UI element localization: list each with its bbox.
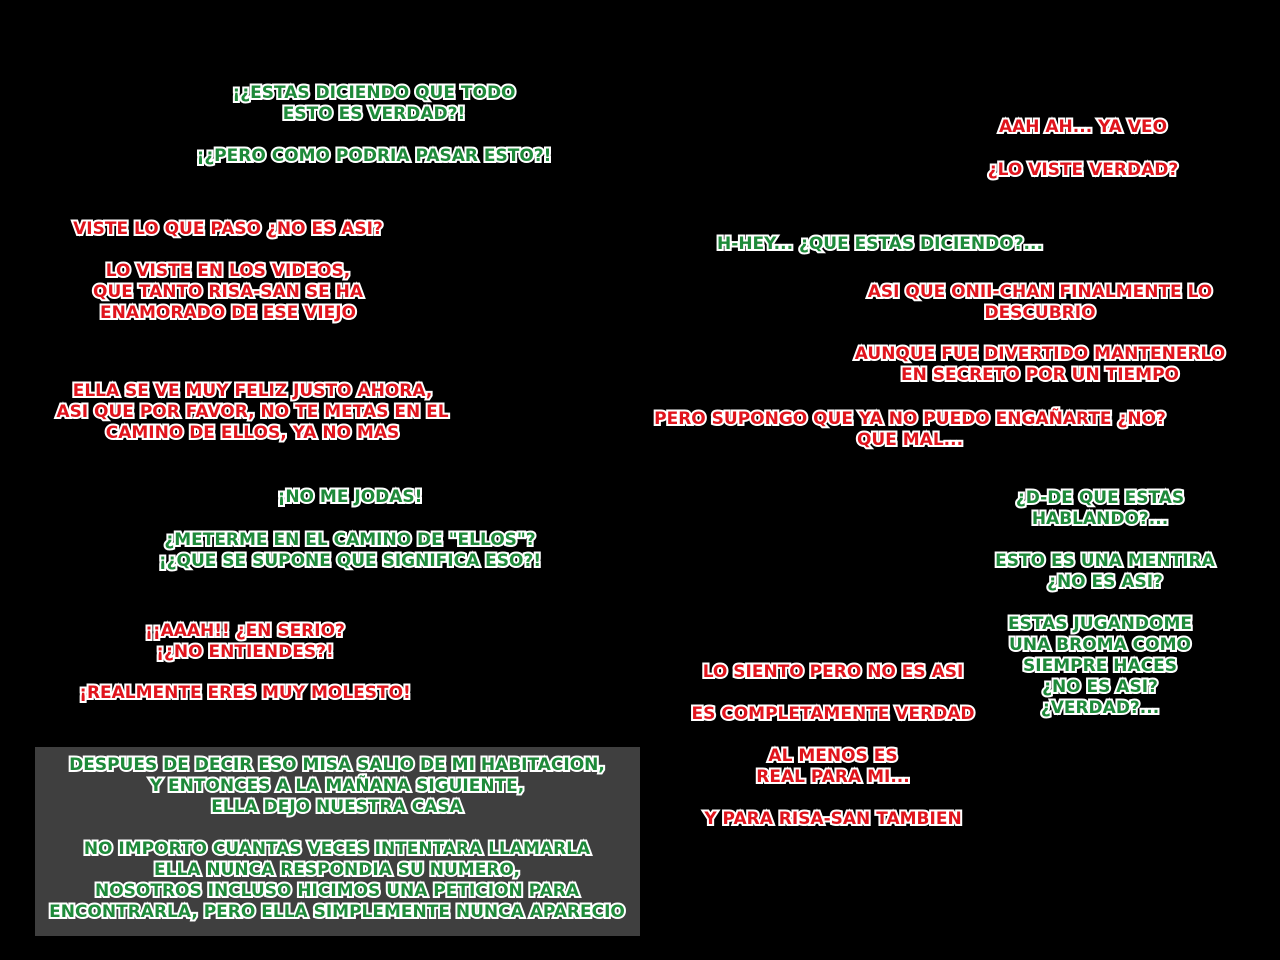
dialogue-right-2: ¿LO VISTE VERDAD? (986, 158, 1180, 182)
dialogue-right-6: PERO SUPONGO QUE YA NO PUEDO ENGAÑARTE ¿… (652, 407, 1168, 452)
dialogue-right-9: ESTAS JUGANDOME UNA BROMA COMO SIEMPRE H… (1006, 612, 1194, 720)
dialogue-right-5: AUNQUE FUE DIVERTIDO MANTENERLO EN SECRE… (853, 342, 1227, 387)
dialogue-right-8: ESTO ES UNA MENTIRA ¿NO ES ASI? (993, 549, 1217, 594)
dialogue-right-12: AL MENOS ES REAL PARA MI... (754, 744, 911, 789)
dialogue-right-13: Y PARA RISA-SAN TAMBIEN (702, 807, 963, 831)
dialogue-left-4: LO VISTE EN LOS VIDEOS, QUE TANTO RISA-S… (91, 259, 365, 325)
narration-paragraph-1: DESPUES DE DECIR ESO MISA SALIO DE MI HA… (67, 753, 607, 819)
dialogue-right-10: LO SIENTO PERO NO ES ASI (701, 660, 966, 684)
dialogue-right-11: ES COMPLETAMENTE VERDAD (689, 702, 976, 726)
dialogue-left-1: ¡¿ESTAS DICIENDO QUE TODO ESTO ES VERDAD… (230, 81, 517, 126)
narration-paragraph-2: NO IMPORTO CUANTAS VECES INTENTARA LLAMA… (47, 837, 627, 924)
dialogue-right-4: ASI QUE ONII-CHAN FINALMENTE LO DESCUBRI… (866, 280, 1215, 325)
dialogue-left-5: ELLA SE VE MUY FELIZ JUSTO AHORA, ASI QU… (54, 379, 450, 445)
dialogue-left-7: ¿METERME EN EL CAMINO DE "ELLOS"? ¡¿QUE … (157, 528, 543, 573)
dialogue-left-2: ¡¿PERO COMO PODRIA PASAR ESTO?! (195, 144, 554, 168)
narration-box (35, 747, 640, 936)
dialogue-left-9: ¡REALMENTE ERES MUY MOLESTO! (77, 681, 413, 705)
dialogue-left-3: VISTE LO QUE PASO ¿NO ES ASI? (71, 217, 385, 241)
dialogue-left-6: ¡NO ME JODAS! (276, 485, 425, 509)
dialogue-right-7: ¿D-DE QUE ESTAS HABLANDO?... (1014, 486, 1186, 531)
dialogue-left-8: ¡¡AAAH!! ¿EN SERIO? ¡¿NO ENTIENDES?! (143, 619, 347, 664)
dialogue-right-3: H-HEY... ¿QUE ESTAS DICIENDO?... (715, 232, 1045, 256)
dialogue-right-1: AAH AH... YA VEO (997, 115, 1169, 139)
